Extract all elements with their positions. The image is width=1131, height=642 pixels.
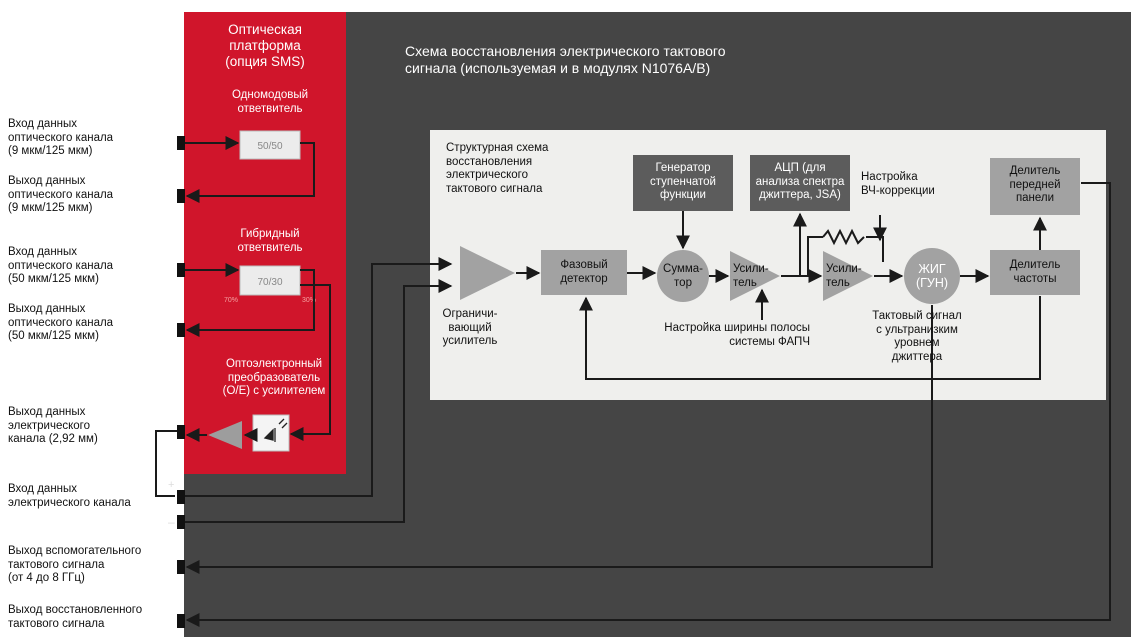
port-7-connector[interactable] — [177, 560, 185, 574]
single-mode-coupler-label: Одномодовый ответвитель — [231, 89, 309, 115]
port-label-electrical-in: Вход данных электрического канала — [8, 483, 131, 509]
port-6-plus-connector[interactable] — [177, 490, 185, 504]
port-2-connector[interactable] — [177, 189, 185, 203]
optical-wiring — [155, 136, 331, 497]
hybrid-coupler-label: Гибридный ответвитель — [237, 228, 303, 254]
yig-oscillator-circle[interactable] — [904, 248, 960, 304]
port-label-optical-out-50: Выход данных оптического канала (50 мкм/… — [8, 303, 114, 342]
optical-platform-title: Оптическая платформа (опция SMS) — [225, 22, 305, 69]
coupler-50-50 — [239, 130, 301, 160]
port-label-electrical-out: Выход данных электрического канала (2,92… — [8, 406, 98, 445]
coupler-50-50-ratio: 50/50 — [257, 141, 282, 152]
photodiode-icon — [263, 418, 288, 442]
hf-correction-label: Настройка ВЧ-коррекции — [861, 171, 935, 197]
step-generator-block[interactable] — [633, 155, 733, 211]
amplifier-1-label: Усили- тель — [733, 263, 769, 289]
yig-label: ЖИГ (ГУН) — [915, 262, 949, 290]
port-3-connector[interactable] — [177, 263, 185, 277]
clock-signal-label: Тактовый сигнал с ультранизким уровнем д… — [872, 310, 962, 363]
oe-amplifier-triangle — [208, 421, 242, 449]
differential-plus-sign: + — [168, 479, 174, 491]
port-8-connector[interactable] — [177, 614, 185, 628]
electrical-input-lines — [185, 257, 453, 523]
port-5-connector[interactable] — [177, 425, 185, 439]
summator-label: Сумма- тор — [663, 263, 703, 289]
split-70-label: 70% — [224, 297, 238, 304]
port-6-minus-connector[interactable] — [177, 515, 185, 529]
port-label-optical-in-50: Вход данных оптического канала (50 мкм/1… — [8, 246, 114, 285]
amplifier-1 — [730, 251, 780, 301]
frequency-divider-label: Делитель частоты — [1009, 259, 1061, 285]
block-wiring — [185, 182, 1111, 627]
summator-circle[interactable] — [657, 250, 709, 302]
front-panel-divider-block[interactable] — [990, 158, 1080, 215]
hf-correction-resistor — [822, 228, 865, 246]
block-diagram-caption: Структурная схема восстановления электри… — [446, 142, 549, 195]
differential-minus-sign: – — [168, 515, 175, 529]
port-label-recovered-clock-out: Выход восстановленного тактового сигнала — [8, 604, 143, 630]
pll-bandwidth-label: Настройка ширины полосы системы ФАПЧ — [664, 322, 810, 348]
oe-converter-label: Оптоэлектронный преобразователь (O/E) с … — [222, 358, 326, 397]
amplifier-2 — [823, 251, 873, 301]
scheme-title: Схема восстановления электрического такт… — [405, 43, 726, 76]
coupler-70-30 — [239, 265, 301, 296]
adc-label: АЦП (для анализа спектра джиттера, JSA) — [755, 162, 845, 201]
port-connectors — [177, 136, 185, 628]
phase-detector-block[interactable] — [541, 250, 627, 295]
coupler-70-30-ratio: 70/30 — [257, 277, 282, 288]
port-1-connector[interactable] — [177, 136, 185, 150]
adc-block[interactable] — [750, 155, 850, 211]
frequency-divider-block[interactable] — [990, 250, 1080, 295]
front-panel-divider-label: Делитель передней панели — [1009, 165, 1061, 204]
limiting-amplifier — [460, 246, 515, 300]
port-4-connector[interactable] — [177, 323, 185, 337]
phase-detector-label: Фазовый детектор — [560, 259, 608, 285]
port-label-optical-in-9: Вход данных оптического канала (9 мкм/12… — [8, 118, 114, 157]
step-generator-label: Генератор ступенчатой функции — [650, 162, 716, 201]
port-label-optical-out-9: Выход данных оптического канала (9 мкм/1… — [8, 175, 114, 214]
amplifier-2-label: Усили- тель — [826, 263, 862, 289]
optical-platform-panel — [184, 12, 346, 474]
split-30-label: 30% — [302, 297, 316, 304]
port-label-aux-clock-out: Выход вспомогательного тактового сигнала… — [8, 545, 142, 584]
limiting-amplifier-label: Ограничи- вающий усилитель — [442, 308, 498, 347]
